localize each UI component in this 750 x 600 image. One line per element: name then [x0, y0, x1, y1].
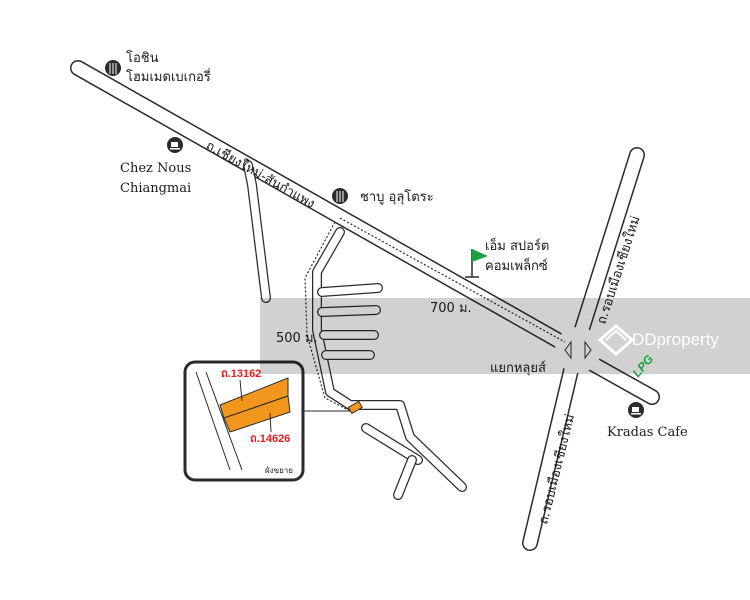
restaurant-icon: [332, 188, 348, 204]
bakery-label-line-1: โอชิน: [126, 50, 159, 66]
watermark-band: [260, 298, 750, 374]
plot-14626: [223, 395, 291, 433]
house-icon: [597, 324, 635, 356]
sport-complex-label-line-1: เอ็ม สปอร์ต: [485, 236, 549, 254]
inset-map: ถ.13162 ถ.14626 ผังขยาย: [183, 360, 305, 482]
coffee-cup-icon: [167, 137, 183, 153]
restaurant-icon: [105, 60, 121, 76]
inset-label-13162: ถ.13162: [221, 368, 261, 380]
coffee-cup-icon: [628, 402, 644, 418]
golf-flag-icon: [465, 249, 488, 278]
side-road-chez: [243, 160, 271, 303]
shabu-label: ชาบู อุลุโตระ: [360, 189, 434, 205]
distance-700m: 700 ม.: [430, 301, 472, 316]
watermark-text: DDproperty: [632, 330, 719, 349]
project-location-marker: [347, 400, 363, 415]
sport-complex-label-line-2: คอมเพล็กซ์: [485, 256, 548, 274]
chez-nous-label-line-2: Chiangmai: [120, 181, 191, 196]
intersection-label: แยกหลุยส์: [490, 360, 546, 376]
route-500m: [304, 221, 353, 413]
main-road: [70, 60, 583, 358]
ddproperty-logo: DDproperty: [597, 324, 719, 356]
main-road-label: ถ.เชียงใหม่-สันกำแพง: [203, 138, 318, 212]
bakery-label-line-2: โฮมเมดเบเกอรี่: [126, 68, 211, 85]
soi-network: [312, 227, 467, 500]
roundabout: [555, 327, 601, 373]
inset-label-14626: ถ.14626: [250, 433, 290, 445]
chez-nous-label-line-1: Chez Nous: [120, 161, 191, 176]
distance-500m: 500 ม.: [276, 331, 318, 346]
route-700m: [339, 217, 566, 343]
kradas-label: Kradas Cafe: [607, 425, 688, 440]
inset-caption: ผังขยาย: [265, 466, 293, 475]
